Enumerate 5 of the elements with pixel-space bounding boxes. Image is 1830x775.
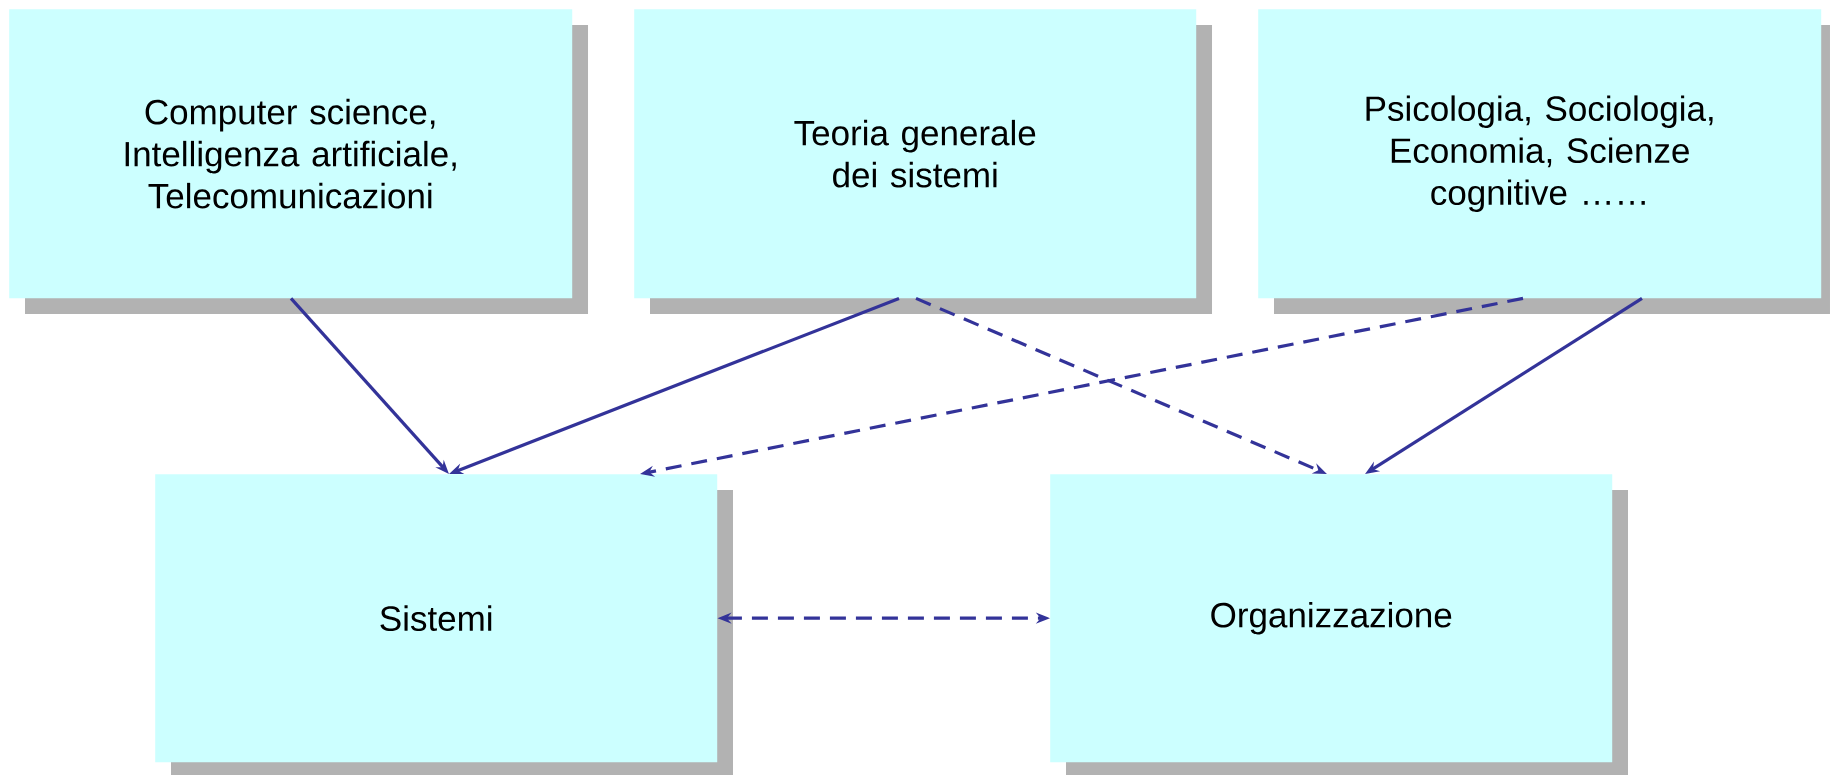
- text-box: Computer science, Intelligenza artificiale, Telecomunicazioni: [9, 9, 588, 314]
- text-box: Sistemi: [155, 474, 733, 775]
- text-box: Psicologia, Sociologia, Economia, Scienze cognitive ……: [1258, 9, 1830, 314]
- text-box: Organizzazione: [1050, 474, 1628, 775]
- text-box: Teoria generale dei sistemi: [634, 9, 1212, 314]
